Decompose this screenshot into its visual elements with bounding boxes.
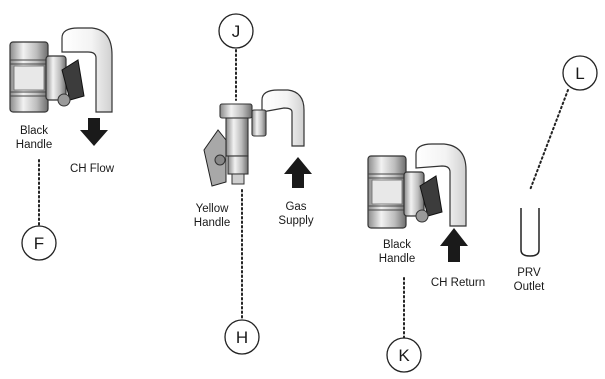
gas-supply-valve: [203, 89, 305, 187]
gas-supply-label-line1: Gas: [285, 201, 306, 213]
gas-supply-label-line2: Supply: [278, 215, 313, 227]
black-handle-left-label-line1: Black: [20, 125, 48, 137]
ch-flow-valve: [9, 27, 113, 113]
connector-h-letter: H: [236, 328, 248, 347]
prv-outlet-label-line1: PRV: [517, 267, 541, 279]
ch-flow-label: CH Flow: [70, 163, 115, 175]
connector-k-letter: K: [398, 346, 410, 365]
ch-return-label: CH Return: [431, 277, 485, 289]
connector-h: H: [224, 319, 260, 355]
black-handle-left-label-line2: Handle: [16, 139, 52, 151]
gas-supply-arrow: [284, 157, 312, 188]
yellow-handle-label-line1: Yellow: [196, 203, 230, 215]
ch-return-valve: [367, 143, 467, 229]
prv-outlet-pipe: [520, 208, 540, 257]
black-handle-right-label-line1: Black: [383, 239, 411, 251]
connector-j: J: [218, 13, 254, 49]
connector-k: K: [386, 337, 422, 373]
leader-line-l: [529, 89, 569, 191]
connector-j-letter: J: [232, 22, 241, 41]
connector-l: L: [562, 55, 598, 91]
black-handle-right-label-line2: Handle: [379, 253, 415, 265]
ch-return-arrow: [440, 228, 468, 262]
yellow-handle-label-line2: Handle: [194, 217, 230, 229]
ch-flow-arrow: [80, 118, 108, 146]
connector-l-letter: L: [575, 64, 584, 83]
connector-f: F: [21, 225, 57, 261]
prv-outlet-label-line2: Outlet: [514, 281, 545, 293]
connector-f-letter: F: [34, 234, 44, 253]
